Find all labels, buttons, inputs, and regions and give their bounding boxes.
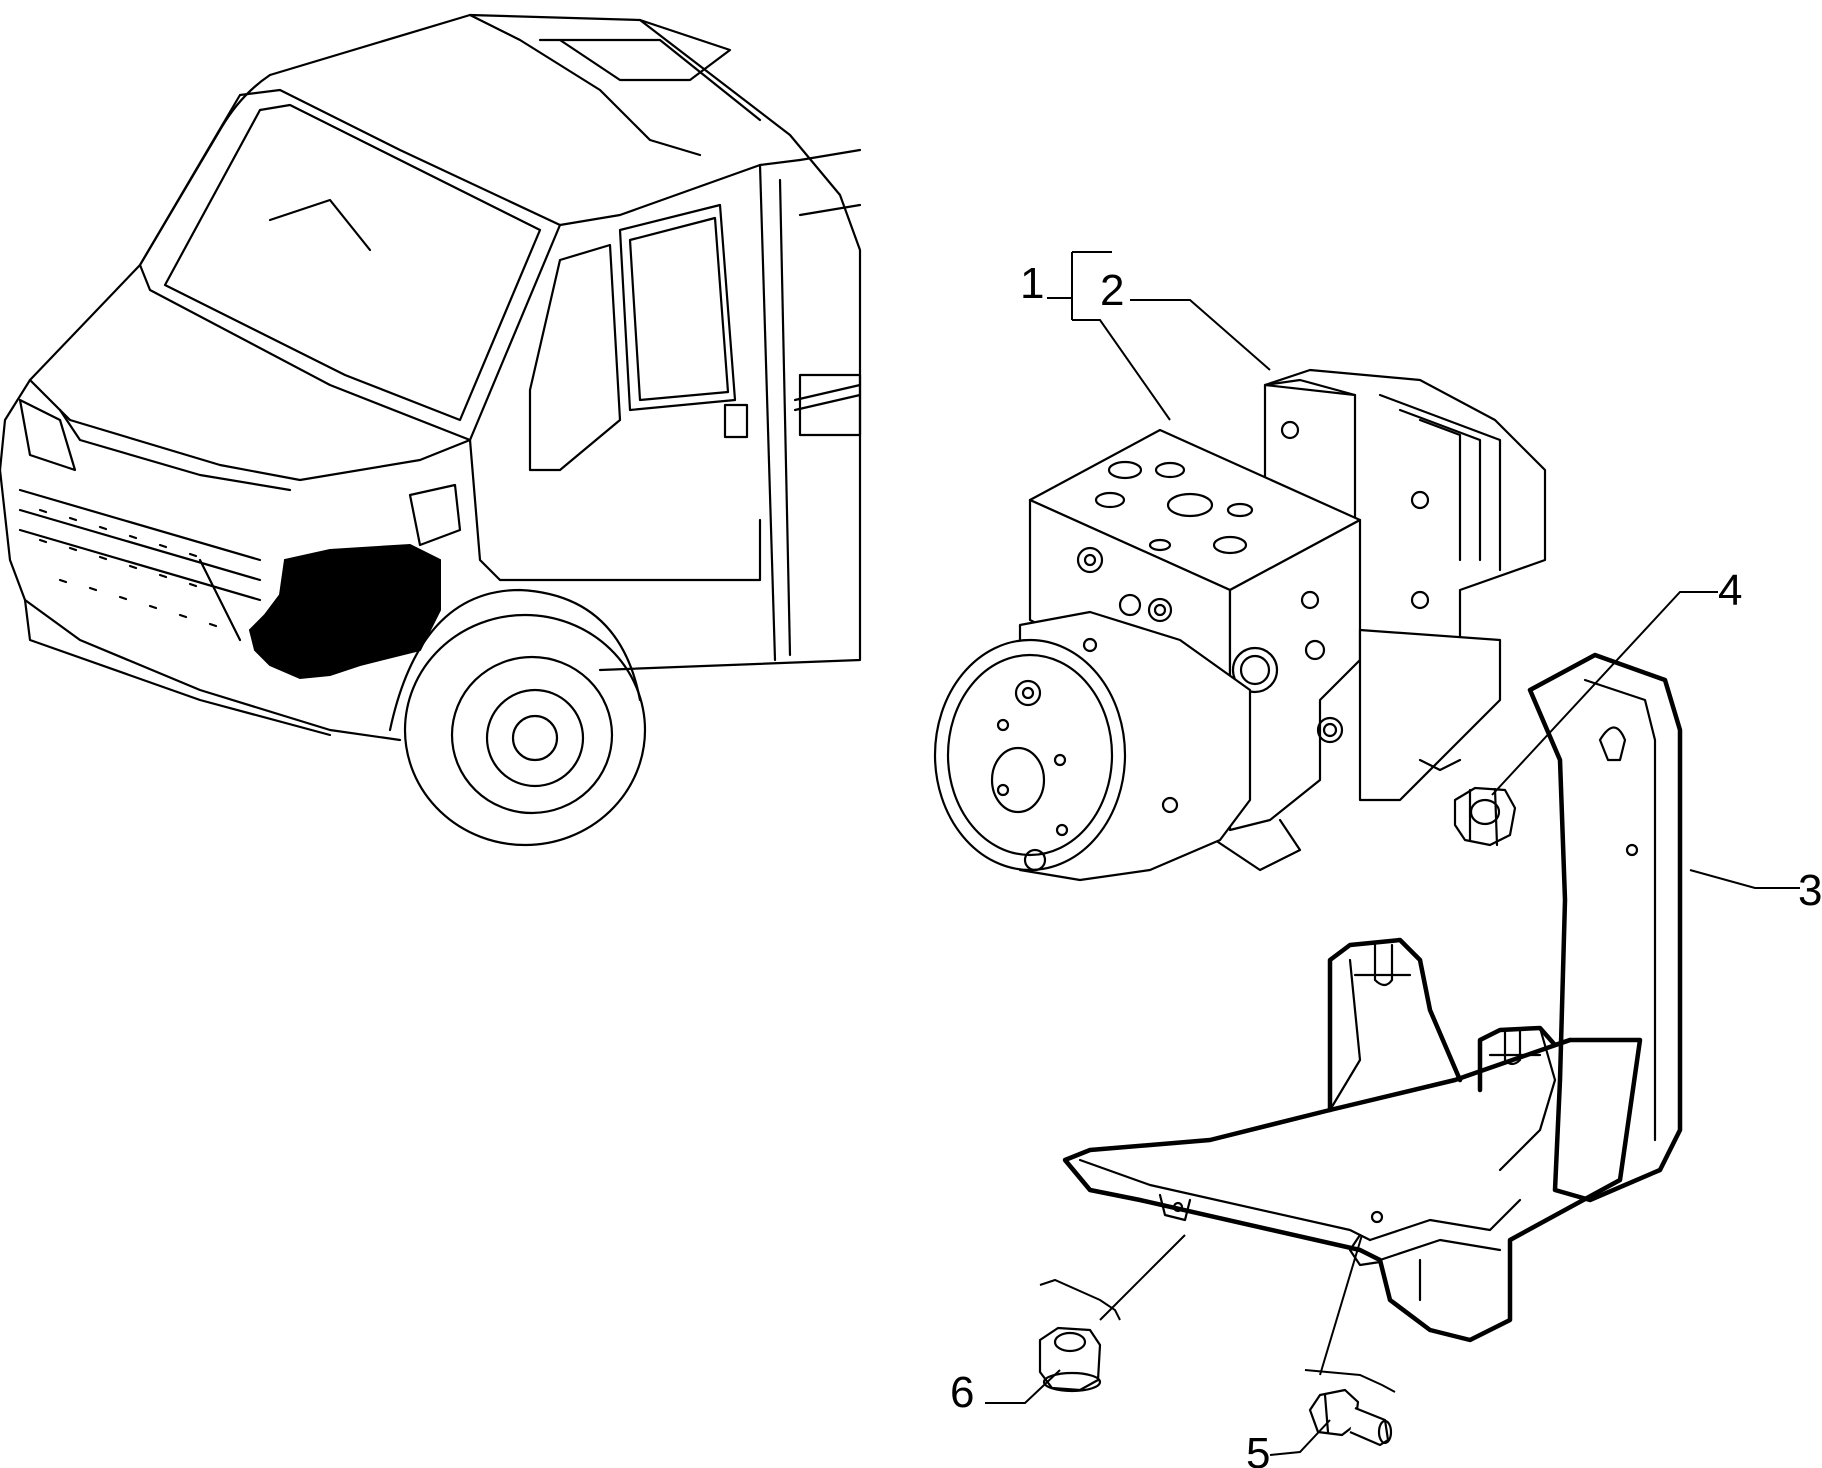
abs-location-highlight <box>248 543 441 680</box>
callout-2: 2 <box>1100 266 1124 315</box>
abs-hydraulic-unit <box>933 368 1547 882</box>
callout-6: 6 <box>950 1368 974 1417</box>
leader-lines <box>985 251 1800 1456</box>
van-illustration <box>0 13 862 847</box>
callout-4: 4 <box>1718 566 1742 615</box>
callout-5: 5 <box>1246 1429 1270 1468</box>
nut-part-4 <box>1453 786 1517 847</box>
grille-slots <box>38 508 218 628</box>
mounting-bracket-part-3 <box>1062 652 1683 1343</box>
callout-3: 3 <box>1798 866 1822 915</box>
callout-1: 1 <box>1020 259 1044 308</box>
bolt-part-5 <box>1308 1388 1393 1447</box>
